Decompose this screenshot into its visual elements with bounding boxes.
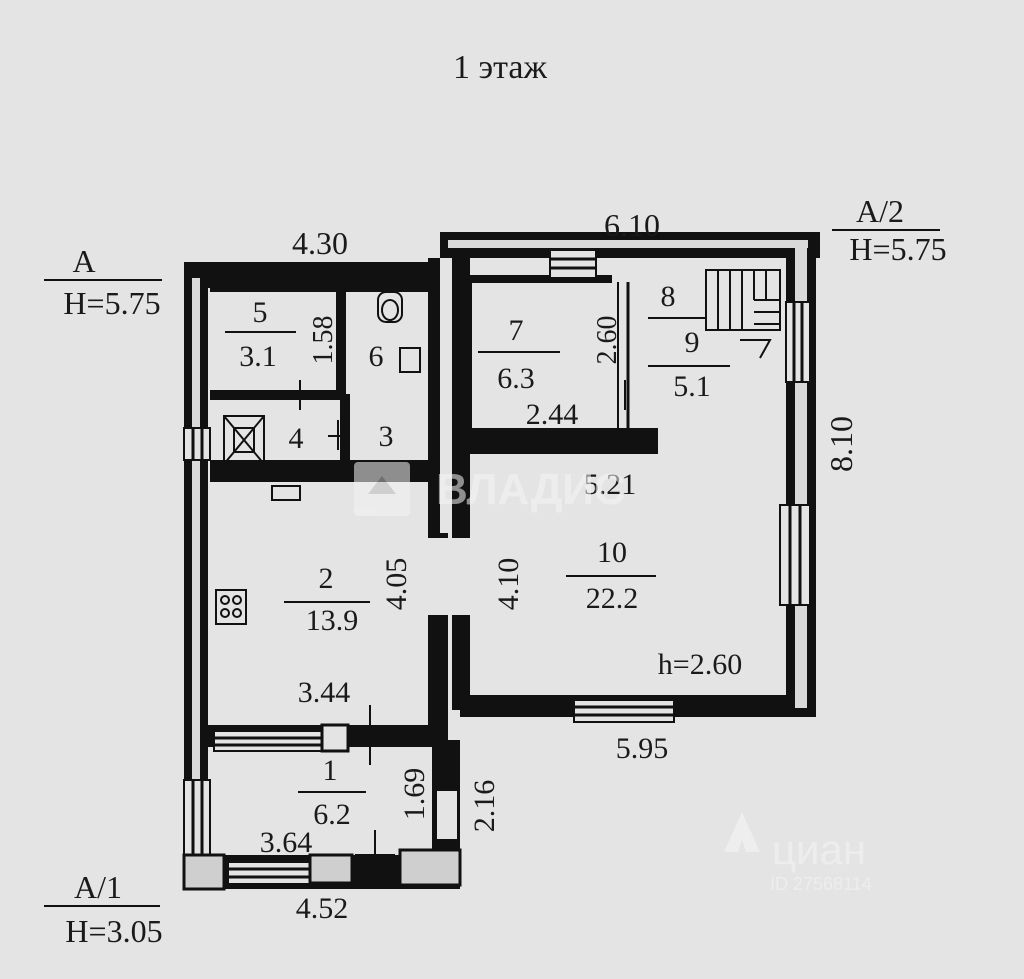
vladis-watermark: ВЛАДИС (354, 462, 626, 516)
cian-id-text: ID 27568114 (770, 874, 872, 894)
dim-top-right: 6.10 (604, 207, 660, 243)
dim-top-left: 4.30 (292, 225, 348, 261)
room-2-number: 2 (319, 562, 334, 595)
dimension-labels: 4.30 6.10 8.10 1.58 2.60 2.44 5.21 4.05 … (260, 207, 859, 925)
room-5-area: 3.1 (239, 340, 277, 373)
room-1-area: 6.2 (313, 798, 351, 831)
room-labels: 5 3.1 6 4 3 7 6.3 8 9 5.1 2 13.9 10 22.2… (225, 280, 730, 831)
corner-a-height: H=5.75 (63, 285, 160, 321)
boiler-icon (223, 415, 265, 465)
sink-icon (399, 347, 421, 373)
dim-right: 8.10 (823, 416, 859, 472)
tick-marks (290, 380, 626, 885)
room-5-number: 5 (253, 296, 268, 329)
dim-room2-height: 4.05 (380, 558, 413, 611)
dim-room5-height: 1.58 (308, 316, 339, 365)
dim-room1-height: 1.69 (398, 768, 431, 821)
toilet-icon (377, 291, 403, 323)
room-2-area: 13.9 (306, 604, 359, 637)
room-1-number: 1 (323, 754, 338, 787)
sink-kitchen-icon (271, 485, 301, 501)
corner-markers: A H=5.75 A/2 H=5.75 A/1 H=3.05 (44, 193, 947, 949)
room-9-number: 9 (685, 326, 700, 359)
dim-bottom-right: 5.95 (616, 732, 669, 765)
interior-walls (210, 258, 658, 740)
corner-a2-height: H=5.75 (849, 231, 946, 267)
corner-a2-label: A/2 (856, 193, 904, 229)
dim-room10-height: 4.10 (492, 558, 525, 611)
wall-blocks (182, 723, 462, 891)
vladis-watermark-text: ВЛАДИС (436, 465, 626, 514)
room-10-area: 22.2 (586, 582, 639, 615)
dim-porch-height: 2.16 (468, 780, 501, 833)
wall-inner-fill (192, 240, 808, 863)
plan-title: 1 этаж (453, 49, 547, 86)
corner-a1-label: A/1 (74, 869, 122, 905)
room-8-number: 8 (661, 280, 676, 313)
dim-room7-width: 2.44 (526, 398, 579, 431)
stove-icon (215, 589, 247, 625)
room-10-number: 10 (597, 536, 627, 569)
room-7-area: 6.3 (497, 362, 535, 395)
room-3-number: 3 (379, 420, 394, 453)
room-6-number: 6 (369, 340, 384, 373)
plumbing-fixtures (215, 291, 421, 625)
dim-bottom: 4.52 (296, 892, 349, 925)
dim-ceiling-height: h=2.60 (658, 648, 742, 681)
dim-hall-width: 5.21 (584, 468, 637, 501)
windows (183, 249, 811, 885)
room-4-number: 4 (289, 422, 304, 455)
staircase (617, 269, 781, 428)
dim-room7-height: 2.60 (592, 316, 623, 365)
room-9-area: 5.1 (673, 370, 711, 403)
corner-a-label: A (72, 243, 95, 279)
dim-room1-width: 3.64 (260, 826, 313, 859)
corner-a1-height: H=3.05 (65, 913, 162, 949)
cian-watermark-text: циан (772, 826, 866, 873)
room-7-number: 7 (509, 314, 524, 347)
cian-watermark: циан ID 27568114 (724, 812, 872, 894)
dim-room2-width: 3.44 (298, 676, 351, 709)
